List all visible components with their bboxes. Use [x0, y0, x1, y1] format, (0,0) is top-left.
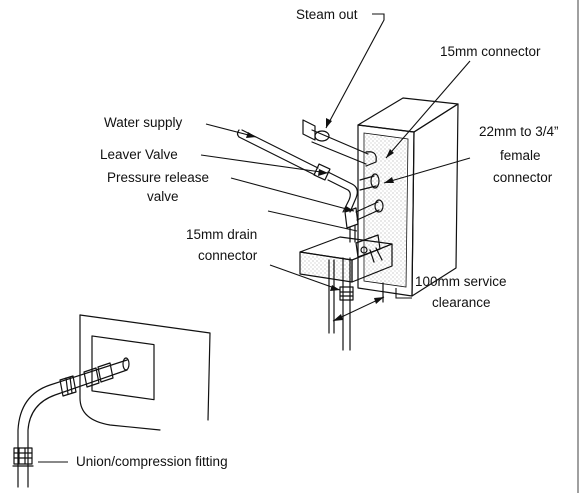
label-union-fitting: Union/compression fitting [76, 454, 228, 469]
drain-pipe [339, 257, 354, 351]
label-reducer-line2: female [500, 148, 541, 163]
unit-detail [79, 314, 211, 431]
leader-lines [38, 13, 471, 463]
drain-valve [355, 234, 383, 263]
label-drain-connector-line2: connector [198, 248, 258, 263]
label-drain-connector-line1: 15mm drain [186, 227, 257, 242]
clearance-dimension [328, 259, 385, 334]
label-reducer-line1: 22mm to 3/4” [479, 124, 559, 139]
label-leaver-valve: Leaver Valve [100, 147, 178, 162]
label-steam-out: Steam out [296, 7, 358, 22]
label-clearance-line1: 100mm service [415, 274, 507, 289]
steam-out-pipe [302, 119, 377, 167]
pressure-release-valve [344, 199, 384, 243]
label-pressure-release-line1: Pressure release [107, 170, 209, 185]
label-clearance-line2: clearance [432, 295, 491, 310]
label-reducer-line3: connector [493, 170, 553, 185]
steam-generator-unit [357, 97, 459, 297]
label-water-supply: Water supply [104, 115, 183, 130]
label-15mm-connector: 15mm connector [440, 44, 541, 59]
label-pressure-release-line2: valve [147, 189, 179, 204]
union-fitting-pipe [12, 357, 130, 488]
